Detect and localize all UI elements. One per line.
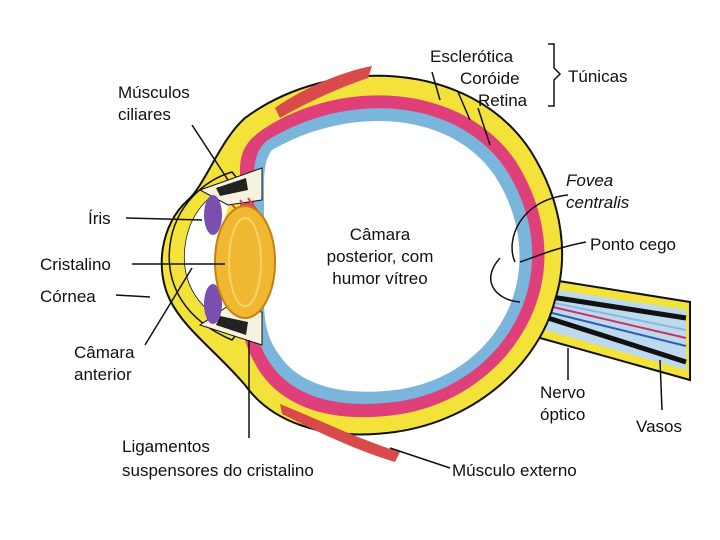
tunicas-bracket — [548, 43, 562, 107]
label-fovea-1: Fovea — [566, 171, 613, 190]
label-nervo-1: Nervo — [540, 383, 585, 402]
label-camara-posterior-1: Câmara — [350, 225, 411, 244]
label-retina: Retina — [478, 91, 528, 110]
label-camara-posterior-2: posterior, com — [327, 247, 434, 266]
label-camara-anterior-2: anterior — [74, 365, 132, 384]
label-musculos-ciliares-2: ciliares — [118, 105, 171, 124]
label-esclerotica: Esclerótica — [430, 47, 514, 66]
label-musculos-ciliares-1: Músculos — [118, 83, 190, 102]
label-tunicas: Túnicas — [568, 67, 628, 86]
label-camara-anterior-1: Câmara — [74, 343, 135, 362]
lens — [214, 205, 276, 319]
label-fovea-2: centralis — [566, 193, 630, 212]
label-nervo-2: óptico — [540, 405, 585, 424]
anterior-chamber — [184, 182, 240, 330]
label-coroide: Coróide — [460, 69, 520, 88]
label-camara-posterior-3: humor vítreo — [332, 269, 427, 288]
label-ligamentos-2: suspensores do cristalino — [122, 461, 314, 480]
label-iris: Íris — [88, 209, 111, 228]
label-cornea: Córnea — [40, 287, 96, 306]
label-musculo-externo: Músculo externo — [452, 461, 577, 480]
label-ligamentos-1: Ligamentos — [122, 437, 210, 456]
external-muscle-bottom — [280, 404, 400, 462]
label-vasos: Vasos — [636, 417, 682, 436]
iris-lower — [204, 284, 222, 324]
label-cristalino: Cristalino — [40, 255, 111, 274]
label-ponto-cego: Ponto cego — [590, 235, 676, 254]
leader-lines — [115, 71, 663, 469]
external-muscle-top — [275, 66, 372, 118]
iris-upper — [204, 195, 222, 235]
vitreous-chamber — [264, 120, 520, 392]
